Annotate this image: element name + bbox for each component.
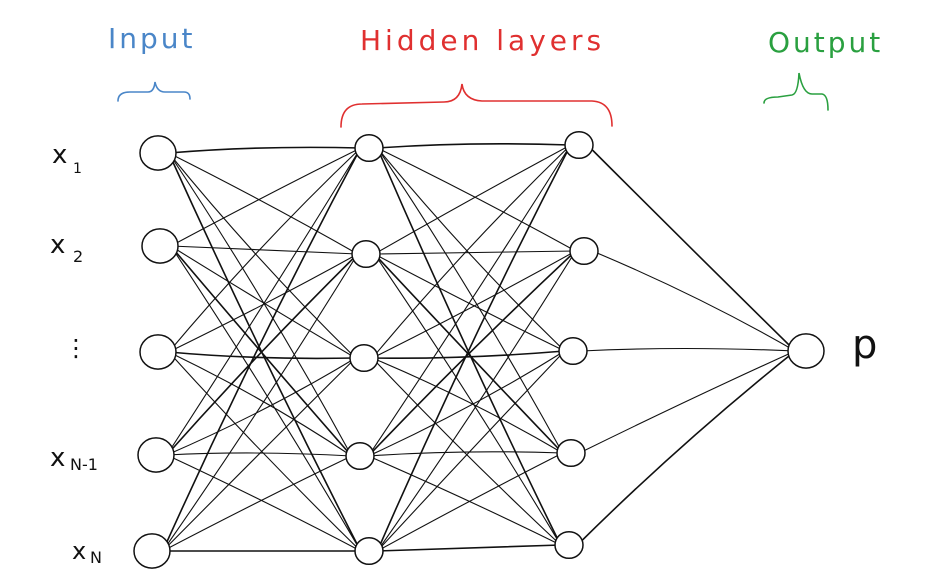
hidden-layers-brace	[340, 83, 613, 128]
edge-hidden1-4-to-hidden2-2	[367, 250, 577, 457]
input-label-2-sub: 2	[73, 247, 83, 266]
edge-hidden1-5-to-hidden2-2	[376, 250, 577, 552]
connections	[162, 142, 796, 552]
hidden2-node-4	[556, 438, 586, 468]
edge-hidden2-5-to-output-1	[576, 350, 796, 546]
edge-hidden1-2-to-hidden2-4	[373, 253, 564, 454]
hidden2-node-5	[554, 530, 584, 560]
edge-input-3-to-hidden1-2	[168, 253, 359, 353]
input-label-n-sub: N	[90, 548, 102, 567]
edge-hidden1-2-to-hidden2-5	[373, 253, 562, 546]
input-node-1	[139, 135, 177, 171]
edge-hidden1-1-to-hidden2-2	[376, 147, 577, 252]
edge-input-3-to-hidden1-3	[168, 351, 357, 360]
edge-input-1-to-hidden1-3	[168, 152, 357, 359]
input-label-1-text: x	[52, 140, 67, 170]
edge-input-2-to-hidden1-1	[170, 147, 362, 247]
edge-input-4-to-hidden1-1	[166, 147, 362, 456]
input-node-3	[139, 334, 177, 370]
edge-hidden1-5-to-hidden2-3	[376, 350, 566, 552]
edge-hidden1-1-to-hidden2-5	[376, 147, 562, 546]
edge-hidden1-4-to-hidden2-4	[367, 451, 564, 457]
hidden-layers-title: Hidden layers	[360, 24, 605, 57]
edge-input-2-to-hidden1-2	[170, 245, 359, 255]
edge-hidden1-5-to-hidden2-1	[376, 144, 572, 552]
edge-input-2-to-hidden1-4	[170, 245, 353, 457]
edge-input-3-to-hidden1-4	[168, 351, 353, 457]
hidden1-node-2	[351, 239, 381, 269]
output-brace	[763, 72, 829, 111]
edge-input-5-to-hidden1-4	[162, 455, 353, 552]
input-node-2	[141, 228, 179, 264]
edge-hidden2-4-to-output-1	[578, 350, 796, 454]
input-label-2-text: x	[50, 230, 65, 260]
edge-hidden1-4-to-hidden2-5	[367, 455, 562, 546]
edge-hidden1-1-to-hidden2-1	[376, 142, 572, 149]
input-label-n-minus-1: x N-1	[50, 443, 98, 474]
output-node-label: p	[852, 322, 877, 368]
input-label-1: x 1	[52, 140, 82, 177]
edge-input-4-to-hidden1-2	[166, 253, 359, 456]
input-label-2: x 2	[50, 230, 83, 266]
edge-hidden2-2-to-output-1	[591, 250, 796, 352]
edge-hidden1-5-to-hidden2-5	[376, 544, 562, 552]
hidden1-node-1	[354, 133, 384, 163]
edge-hidden1-2-to-hidden2-2	[373, 250, 577, 255]
edge-hidden1-5-to-hidden2-4	[376, 452, 564, 552]
hidden1-node-5	[354, 536, 384, 566]
edge-input-1-to-hidden1-4	[168, 152, 353, 457]
edge-hidden2-3-to-output-1	[580, 347, 796, 352]
edge-input-5-to-hidden1-3	[162, 357, 357, 552]
edge-input-4-to-hidden1-4	[166, 452, 353, 457]
input-node-4	[137, 437, 175, 473]
edge-input-5-to-hidden1-1	[162, 147, 362, 552]
edge-hidden1-1-to-hidden2-3	[376, 147, 566, 352]
edge-hidden1-3-to-hidden2-4	[371, 357, 564, 454]
edge-hidden1-3-to-hidden2-2	[371, 250, 577, 359]
hidden1-node-3	[349, 343, 379, 373]
input-brace	[117, 81, 191, 102]
hidden2-node-1	[564, 130, 594, 160]
edge-hidden1-2-to-hidden2-1	[373, 144, 572, 255]
edge-hidden1-2-to-hidden2-3	[373, 253, 566, 352]
input-label-n-minus-1-text: x	[50, 443, 65, 473]
edge-input-3-to-hidden1-1	[168, 147, 362, 353]
hidden2-node-2	[569, 236, 599, 266]
edge-input-5-to-hidden1-2	[162, 253, 359, 552]
edge-input-2-to-hidden1-3	[170, 245, 357, 359]
input-label-n: x N	[72, 537, 102, 567]
edge-hidden1-4-to-hidden2-1	[367, 144, 572, 457]
hidden2-node-3	[558, 336, 588, 366]
edge-input-1-to-hidden1-1	[168, 146, 362, 154]
edge-input-1-to-hidden1-5	[168, 152, 362, 552]
input-node-5	[133, 533, 171, 569]
input-label-ellipsis-text: ⋮	[64, 334, 88, 362]
edge-hidden1-4-to-hidden2-3	[367, 350, 566, 457]
hidden1-node-4	[345, 441, 375, 471]
edge-hidden1-3-to-hidden2-1	[371, 144, 572, 359]
edge-hidden2-1-to-output-1	[586, 144, 796, 352]
input-label-n-minus-1-sub: N-1	[70, 455, 98, 474]
edge-input-4-to-hidden1-3	[166, 357, 357, 456]
output-title: Output	[768, 26, 883, 59]
edge-input-1-to-hidden1-2	[168, 152, 359, 255]
input-label-ellipsis: ⋮	[64, 334, 88, 362]
input-label-n-text: x	[72, 537, 86, 565]
nodes	[133, 130, 825, 569]
edge-input-2-to-hidden1-5	[170, 245, 362, 552]
input-title: Input	[108, 22, 196, 55]
output-node-1	[787, 333, 825, 369]
edge-input-4-to-hidden1-5	[166, 454, 362, 552]
input-label-1-sub: 1	[73, 161, 82, 177]
